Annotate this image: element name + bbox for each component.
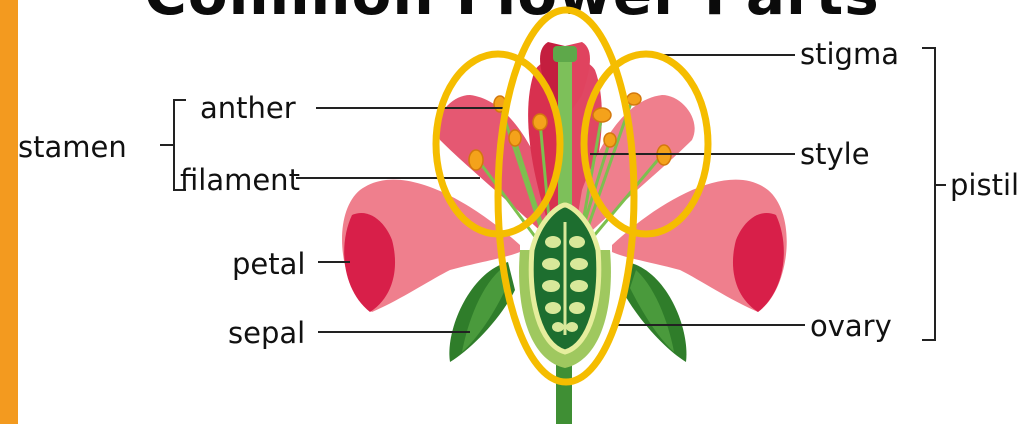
label-stamen: stamen [18, 130, 127, 164]
label-pistil: pistil [950, 168, 1019, 202]
label-style: style [800, 137, 870, 171]
label-sepal: sepal [228, 316, 305, 350]
label-petal: petal [232, 247, 305, 281]
label-stigma: stigma [800, 37, 899, 71]
stem [556, 360, 572, 424]
label-filament: filament [180, 163, 300, 197]
label-anther: anther [200, 91, 296, 125]
label-ovary: ovary [810, 309, 892, 343]
stigma [553, 46, 577, 62]
